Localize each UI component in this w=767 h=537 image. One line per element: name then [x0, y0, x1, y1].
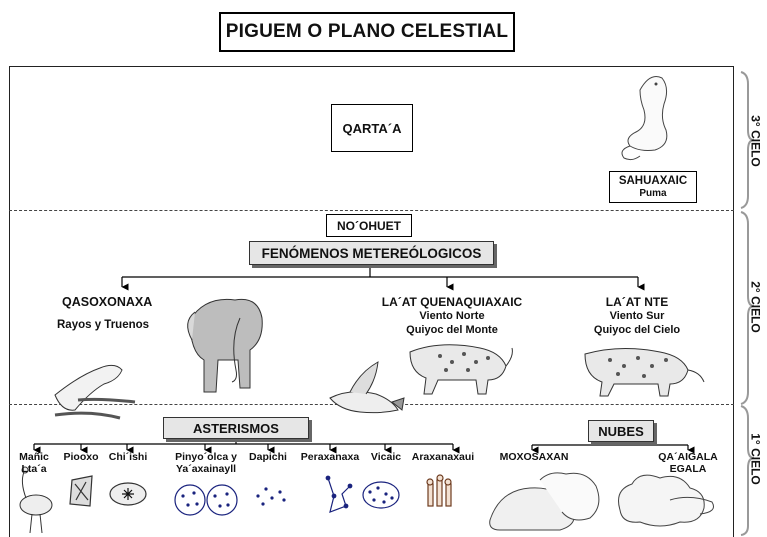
- dove-illustration: [329, 361, 405, 414]
- asterism-label: Araxanaxaui: [407, 451, 479, 463]
- south-wind-name: LA´AT NTE: [605, 295, 669, 309]
- south-wind-line1: Viento Sur: [609, 310, 665, 322]
- sahuaxaic-name: SAHUAXAIC: [618, 175, 688, 188]
- cloud-line2: EGALA: [669, 463, 707, 476]
- asterism-label: Piooxo: [62, 451, 100, 463]
- puma-illustration: [621, 76, 668, 161]
- cloud-line1: QA´AIGALA: [658, 451, 718, 463]
- qarta-box: QARTA´A: [331, 104, 413, 152]
- cloud-illustration: [618, 474, 714, 527]
- diagram-title: PIGUEM O PLANO CELESTIAL: [219, 12, 515, 52]
- vicaic-glyph: [362, 481, 400, 509]
- rayos-label: Rayos y Truenos: [57, 319, 150, 331]
- asterism-line2: Lta´a: [21, 463, 47, 476]
- piooxo-glyph: [69, 475, 93, 507]
- north-wind-name: LA´AT QUENAQUIAXAIC: [381, 295, 523, 309]
- level-second-sky-label: 2° CIELO: [748, 281, 763, 333]
- south-wind-label: LA´AT NTE Viento Sur Quiyoc del Cielo: [583, 295, 691, 338]
- chiishi-glyph: [109, 482, 147, 506]
- diagram-frame: [9, 66, 734, 537]
- asterism-line1: Peraxanaxa: [300, 451, 360, 463]
- qasoxonaxa-label: QASOXONAXA: [62, 295, 153, 309]
- asterism-line1: Dapichi: [249, 451, 287, 463]
- cloud-line1: MOXOSAXAN: [499, 451, 569, 463]
- bird-illustration: [54, 364, 136, 420]
- sky-divider-top: [9, 210, 734, 211]
- pleiades-glyph: [174, 484, 238, 516]
- south-wind-line2: Quiyoc del Cielo: [593, 323, 681, 336]
- araxanaxaui-glyph: [426, 474, 452, 507]
- rhea-illustration: [19, 466, 53, 534]
- asterism-label: Chi´ishi: [108, 451, 148, 463]
- phenomena-box: FENÓMENOS METEREÓLOGICOS: [249, 241, 494, 265]
- asterism-line1: Piooxo: [63, 451, 99, 463]
- elephant-illustration: [187, 298, 263, 393]
- noohuet-box: NO´OHUET: [326, 214, 412, 237]
- jaguar-north-illustration: [409, 344, 513, 395]
- level-third-sky-label: 3° CIELO: [748, 115, 763, 167]
- asterism-line1: Mañic: [19, 451, 49, 463]
- asterism-line1: Chi´ishi: [108, 451, 148, 463]
- asterism-line1: Pinyo´olca y: [175, 451, 237, 463]
- asterism-label: Mañic Lta´a: [14, 451, 54, 475]
- cloud-label: MOXOSAXAN: [494, 451, 574, 463]
- north-wind-line2: Quiyoc del Monte: [406, 323, 498, 336]
- asterism-label: Vicaic: [366, 451, 406, 463]
- sahuaxaic-box: SAHUAXAIC Puma: [609, 171, 697, 203]
- jaguar-south-illustration: [584, 347, 705, 397]
- level-first-sky-label: 1° CIELO: [748, 433, 763, 485]
- north-wind-line1: Viento Norte: [419, 310, 485, 322]
- asterism-label: Dapichi: [245, 451, 291, 463]
- asterism-label: Pinyo´olca y Ya´axainayll: [166, 451, 246, 475]
- star-dots: [181, 486, 394, 508]
- asterism-line2: Ya´axainayll: [175, 463, 237, 476]
- peraxanaxa-glyph: [325, 475, 353, 513]
- asterisms-box: ASTERISMOS: [163, 417, 309, 439]
- clouds-box: NUBES: [588, 420, 654, 442]
- asterism-line1: Vicaic: [370, 451, 402, 463]
- armadillo-cloud-illustration: [489, 472, 600, 531]
- sahuaxaic-sub: Puma: [639, 187, 667, 199]
- asterism-line1: Araxanaxaui: [411, 451, 475, 463]
- north-wind-label: LA´AT QUENAQUIAXAIC Viento Norte Quiyoc …: [374, 295, 530, 338]
- asterism-label: Peraxanaxa: [298, 451, 362, 463]
- cloud-label: QA´AIGALA EGALA: [652, 451, 724, 475]
